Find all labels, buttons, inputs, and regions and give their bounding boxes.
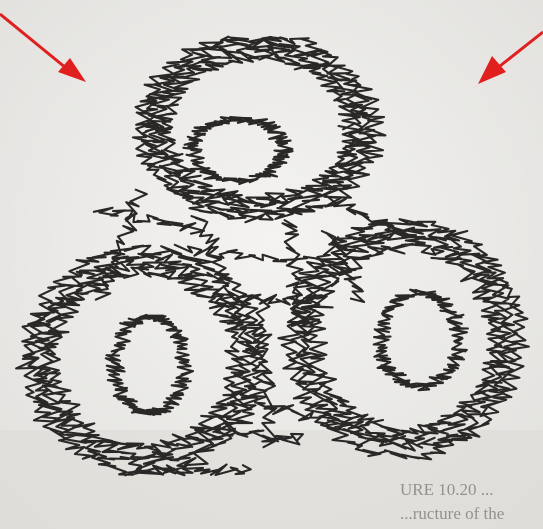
- caption-fragment: URE 10.20 ... ...ructure of the: [400, 478, 543, 529]
- caption-line-2: ...ructure of the: [400, 502, 543, 526]
- caption-line-1: URE 10.20 ...: [400, 478, 543, 502]
